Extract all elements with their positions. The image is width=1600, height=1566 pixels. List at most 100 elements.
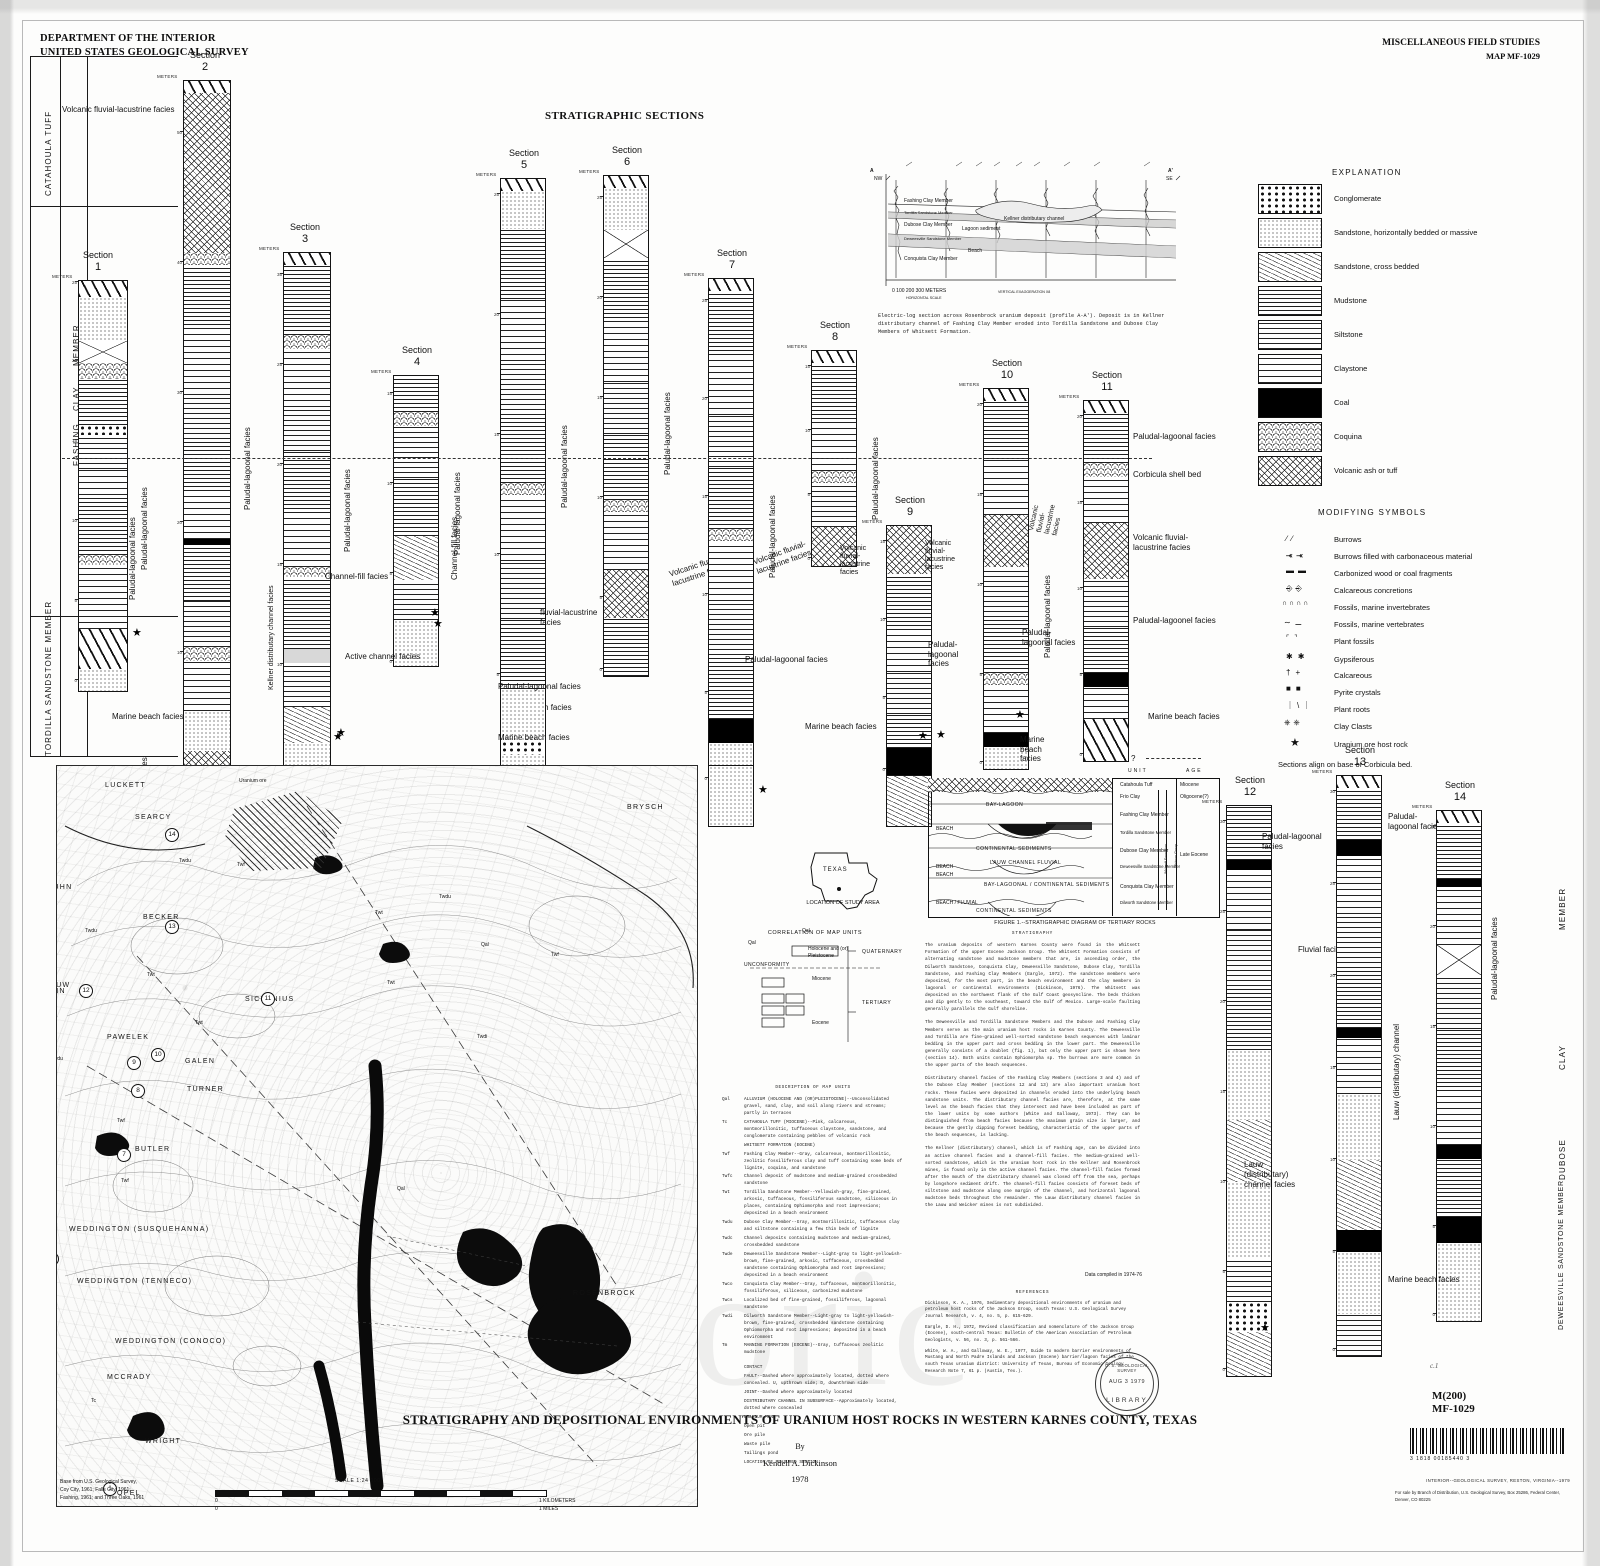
section-1-facies-upper: Paludal-lagoonal facies [140, 487, 149, 570]
map-place-bargmann: BARGMANN [57, 988, 66, 995]
section-5-meters: METERS [476, 172, 497, 177]
section-11-facies-beach: Marine beach facies [1148, 712, 1220, 721]
map-place-weddington-tenneco: WEDDINGTON (TENNECO) [77, 1278, 193, 1285]
map-symbol-row: FAULT--Dashed where approximately locate… [722, 1374, 904, 1388]
reference-entry-1: Dickinson, K. A., 1976, Sedimentary depo… [925, 1300, 1127, 1319]
map-title: STRATIGRAPHY AND DEPOSITIONAL ENVIRONMEN… [402, 1412, 1198, 1427]
modsym-label-vertebrates: Fossils, marine vertebrates [1334, 620, 1425, 629]
stratigraphy-heading: STRATIGRAPHY [1011, 931, 1054, 936]
fig1-env-beach-fluvial: BEACH / FLUVIAL [936, 900, 978, 906]
figure-1-caption: FIGURE 1.--STRATIGRAPHIC DIAGRAM OF TERT… [994, 920, 1156, 926]
section-13-facies-lauw: Lauw (distributary) channel [1392, 1023, 1401, 1120]
map-section-marker-13[interactable]: 13 [165, 920, 179, 934]
section-12-meters: METERS [1202, 799, 1223, 804]
section-13-facies-paludal: Paludal-lagoonal facies [1388, 812, 1442, 831]
map-section-marker-8[interactable]: 8 [131, 1084, 145, 1098]
section-6-number: 6 [623, 156, 631, 168]
reference-entry-2: Eargle, D. H., 1972, Revised classificat… [925, 1324, 1134, 1343]
fig1-group-label: Jackson Group [1174, 843, 1178, 868]
fig1-env-lauw: LAUW CHANNEL FLUVIAL [990, 860, 1062, 866]
xsec-hscale: HORIZONTAL SCALE [906, 296, 942, 300]
uranium-star-icon-9: ★ [918, 730, 928, 742]
figure-1-stratigraphic-diagram: UNIT AGE Catahoula Tuff Miocene Frio Cla… [928, 768, 1220, 918]
section-4-facies-channelfill: Channel-fill facies [450, 516, 459, 580]
map-symbol-row: Ore pile [722, 1433, 904, 1440]
map-symbol-distributary: DISTRIBUTARY CHANNEL IN SUBSURFACE--Appr… [744, 1399, 897, 1412]
agency-header: DEPARTMENT OF THE INTERIOR UNITED STATES… [40, 32, 249, 60]
modifying-symbols-heading: MODIFYING SYMBOLS [1318, 508, 1427, 517]
section-11-facies-volcanic: Volcanic fluvial-lacustrine facies [1133, 533, 1191, 552]
section-7-facies-upper: Paludal-lagoonal facies [768, 495, 777, 578]
section-3-caption: Section [289, 222, 321, 232]
uranium-star-icon: ★ [1290, 737, 1300, 749]
library-stamp-bottom: LIBRARY [1106, 1397, 1148, 1404]
map-section-marker-12[interactable]: 12 [79, 984, 93, 998]
section-10-number: 10 [1000, 369, 1014, 381]
publication-year: 1978 [791, 1474, 809, 1484]
xsec-bed-conquista: Conquista Clay Member [904, 256, 958, 262]
explanation-label-coquina: Coquina [1334, 432, 1362, 441]
section-13-column [1336, 775, 1382, 1357]
fig1-unit-dilworth: Dilworth Sandstone Member [1120, 900, 1173, 905]
section-13-caption: Section [1344, 745, 1376, 755]
explanation-label-siltstone: Siltstone [1334, 330, 1363, 339]
fig1-env-beach-3: BEACH [936, 872, 954, 878]
coquina-swatch [1258, 422, 1322, 452]
fig1-unit-fashing: Fashing Clay Member [1120, 812, 1169, 818]
texas-locator-inset: TEXAS [795, 845, 890, 915]
correlation-qal-box: Qal [748, 940, 756, 946]
modsym-label-burrows-carb: Burrows filled with carbonaceous materia… [1334, 552, 1473, 561]
modsym-label-burrows: Burrows [1334, 535, 1362, 544]
section-2-facies-lower: Paludal-lagoonal facies [128, 517, 137, 600]
section-1-caption: Section [82, 250, 114, 260]
sandstone-massive-swatch [1258, 218, 1322, 248]
section-11-facies-paludal: Paludal-lagoonal facies [1133, 432, 1216, 441]
map-place-brysch: BRYSCH [627, 804, 664, 811]
section-4-number: 4 [413, 356, 421, 368]
base-map-note: Base from U.S. Geological Survey,Coy Cit… [60, 1479, 145, 1501]
uranium-star-icon: ★ [132, 627, 142, 639]
stratigraphy-para-2: The Deweesville and Tordilla Sandstone M… [925, 1020, 1140, 1069]
fig1-unit-frio: Frio Clay [1120, 794, 1141, 800]
map-section-marker-10[interactable]: 10 [151, 1048, 165, 1062]
right-label-clay: CLAY [1558, 1044, 1567, 1070]
clay-clasts-icon: ⎈⎈ [1284, 718, 1303, 727]
section-1-number: 1 [94, 261, 102, 273]
map-symbol-fault: FAULT--Dashed where approximately locate… [744, 1374, 889, 1387]
uranium-star-icon: ★ [433, 618, 443, 630]
fig1-formation-label: Whitsett Formation [1164, 843, 1168, 874]
map-symbol-row: Open pit [722, 1424, 904, 1431]
fig1-unit-deweesville: Deweesville Sandstone Member [1120, 864, 1181, 869]
map-section-marker-11[interactable]: 11 [261, 992, 275, 1006]
interior-imprint: INTERIOR--GEOLOGICAL SURVEY, RESTON, VIR… [1426, 1478, 1570, 1483]
explanation-label-sandstone-cross: Sandstone, cross bedded [1334, 262, 1420, 271]
scale-km-label: 1 KILOMETERS [539, 1498, 576, 1504]
correlation-qal: Qal [802, 928, 810, 934]
section-5-facies-beach: Marine beach facies [498, 733, 570, 742]
section-2-facies-upper: Paludal-lagoonal facies [243, 427, 252, 510]
map-section-marker-9[interactable]: 9 [127, 1056, 141, 1070]
agency-line-2: UNITED STATES GEOLOGICAL SURVEY [40, 47, 249, 59]
geologic-map[interactable]: Uranium ore LUCKETT SEARCY BRYSCH NUHN B… [56, 765, 698, 1507]
correlation-pleistocene: Pleistocene [808, 953, 834, 959]
section-12-facies-paludal: Paludal-lagoonal facies [1262, 832, 1322, 851]
map-section-marker-1[interactable]: 1 [103, 1482, 117, 1496]
map-linework [64, 805, 694, 1493]
xsec-bed-fashing: Fashing Clay Member [904, 198, 953, 204]
xsec-bed-tordilla: Tordilla Sandstone Member [904, 210, 953, 215]
map-section-marker-7[interactable]: 7 [117, 1148, 131, 1162]
explanation-label-mudstone: Mudstone [1334, 296, 1367, 305]
section-9-number: 9 [906, 506, 914, 518]
section-6-meters: METERS [579, 169, 600, 174]
map-symbol-row: Tailings pond [722, 1451, 904, 1458]
map-section-marker-14[interactable]: 14 [165, 828, 179, 842]
section-10-column [983, 388, 1029, 770]
section-12-caption: Section [1234, 775, 1266, 785]
gypsiferous-icon: ✱✱ [1286, 652, 1310, 661]
fig1-env-continental-2: CONTINENTAL SEDIMENTS [976, 908, 1052, 914]
modsym-label-clayclasts: Clay Clasts [1334, 722, 1372, 731]
xsec-bed-deweesville: Deweesville Sandstone Member [904, 236, 962, 241]
